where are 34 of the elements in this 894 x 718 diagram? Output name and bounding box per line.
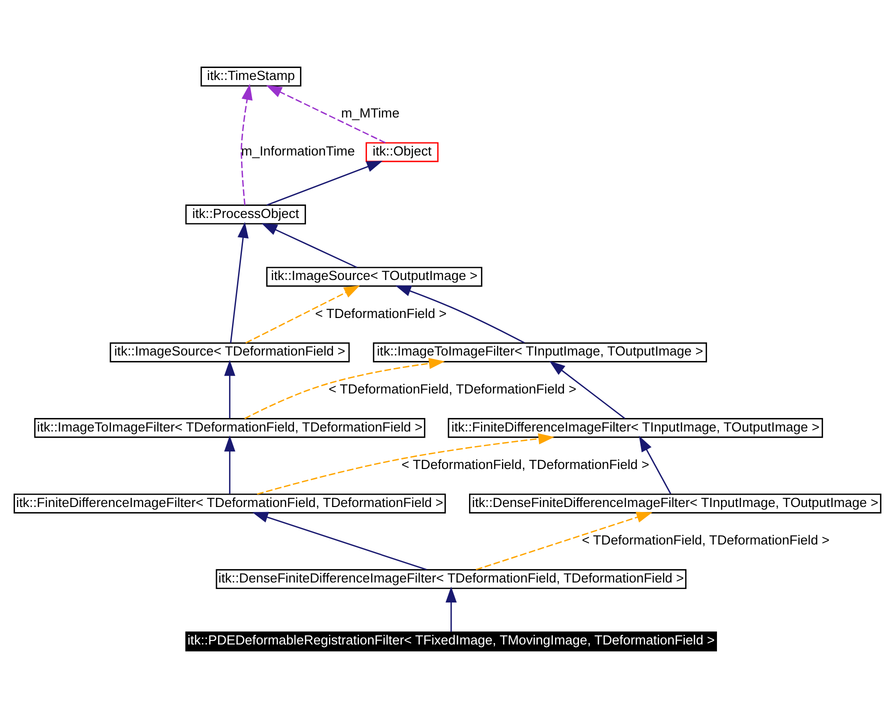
arrow — [265, 85, 386, 144]
edge-label: m_InformationTime — [240, 143, 354, 158]
arrow — [252, 512, 426, 570]
edge-label: < TDeformationField, TDeformationField > — [581, 532, 830, 548]
arrow — [445, 586, 456, 632]
arrow — [266, 160, 382, 206]
arrow — [638, 436, 671, 494]
node-box: itk::DenseFiniteDifferenceImageFilter< TDeformationField, TDeformationField > — [215, 569, 686, 590]
arrow — [230, 222, 248, 344]
edge-label: m_MTime — [340, 106, 399, 121]
node-box: itk::DenseFiniteDifferenceImageFilter< TInputImage, TOutputImage > — [468, 494, 881, 514]
node-box: itk::FiniteDifferenceImageFilter< TInputImage, TOutputImage > — [447, 418, 823, 438]
node-box: itk::TimeStamp — [200, 66, 301, 87]
arrow — [256, 433, 554, 495]
node-box: itk::ImageSource< TDeformationField > — [109, 342, 350, 362]
node-box: itk::PDEDeformableRegistrationFilter< TFixedImage, TMovingImage, TDeformationField > — [184, 631, 716, 652]
arrow — [240, 84, 252, 206]
node-box: itk::ProcessObject — [184, 204, 306, 224]
node-box: itk::FiniteDifferenceImageFilter< TDeformationField, TDeformationField > — [13, 494, 446, 514]
edge-label: < TDeformationField, TDeformationField > — [401, 457, 649, 472]
arrow — [260, 223, 357, 268]
edge-label: < TDeformationField, TDeformationField > — [328, 381, 576, 396]
arrow — [224, 436, 235, 494]
arrow — [394, 285, 524, 344]
arrow — [244, 358, 444, 420]
node-box: itk::ImageToImageFilter< TDeformationField, TDeformationField > — [34, 418, 425, 438]
node-box: itk::Object — [365, 142, 438, 162]
arrow — [548, 360, 625, 420]
arrow — [224, 360, 235, 418]
node-box: itk::ImageSource< TOutputImage > — [266, 266, 482, 287]
node-box: itk::ImageToImageFilter< TInputImage, TOutputImage > — [372, 342, 707, 362]
arrow — [244, 285, 360, 344]
edge-label: < TDeformationField > — [314, 306, 446, 321]
arrow — [475, 512, 652, 570]
